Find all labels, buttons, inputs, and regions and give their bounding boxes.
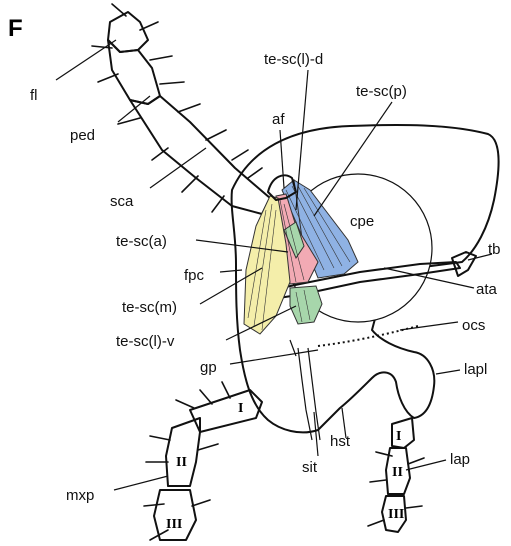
label-lap: lap xyxy=(450,451,470,468)
lap-numeral-II: II xyxy=(392,465,403,480)
label-af: af xyxy=(272,111,285,128)
label-ped: ped xyxy=(70,127,95,144)
label-hst: hst xyxy=(330,433,351,450)
mxp-numeral-II: II xyxy=(176,455,187,470)
label-te-sc-l-d: te-sc(l)-d xyxy=(264,51,323,68)
panel-label: F xyxy=(8,15,23,42)
lap-numeral-III: III xyxy=(388,507,404,522)
label-te-sc-p: te-sc(p) xyxy=(356,83,407,100)
label-lapl: lapl xyxy=(464,361,487,378)
label-te-sc-l-v: te-sc(l)-v xyxy=(116,333,175,350)
label-sit: sit xyxy=(302,459,318,476)
label-gp: gp xyxy=(200,359,217,376)
mxp-numeral-III: III xyxy=(166,517,182,532)
mxp-segment-II xyxy=(166,418,200,486)
label-cpe: cpe xyxy=(350,213,374,230)
label-te-sc-a: te-sc(a) xyxy=(116,233,167,250)
label-mxp: mxp xyxy=(66,487,94,504)
mxp-segment-III xyxy=(154,490,196,540)
label-tb: tb xyxy=(488,241,501,258)
label-ocs: ocs xyxy=(462,317,485,334)
label-fpc: fpc xyxy=(184,267,205,284)
label-sca: sca xyxy=(110,193,134,210)
antenna xyxy=(92,4,270,214)
label-ata: ata xyxy=(476,281,498,298)
lap-numeral-I: I xyxy=(396,429,401,444)
maxillary-palp xyxy=(144,382,262,540)
tentorial-bridge xyxy=(452,252,476,276)
mxp-numeral-I: I xyxy=(238,401,243,416)
scape xyxy=(130,96,270,214)
label-te-sc-m: te-sc(m) xyxy=(122,299,177,316)
pedicel xyxy=(108,40,160,104)
label-fl: fl xyxy=(30,87,38,104)
muscle-te-sc-l-v xyxy=(290,286,322,324)
segment-numerals: I II III I II III xyxy=(166,401,404,532)
